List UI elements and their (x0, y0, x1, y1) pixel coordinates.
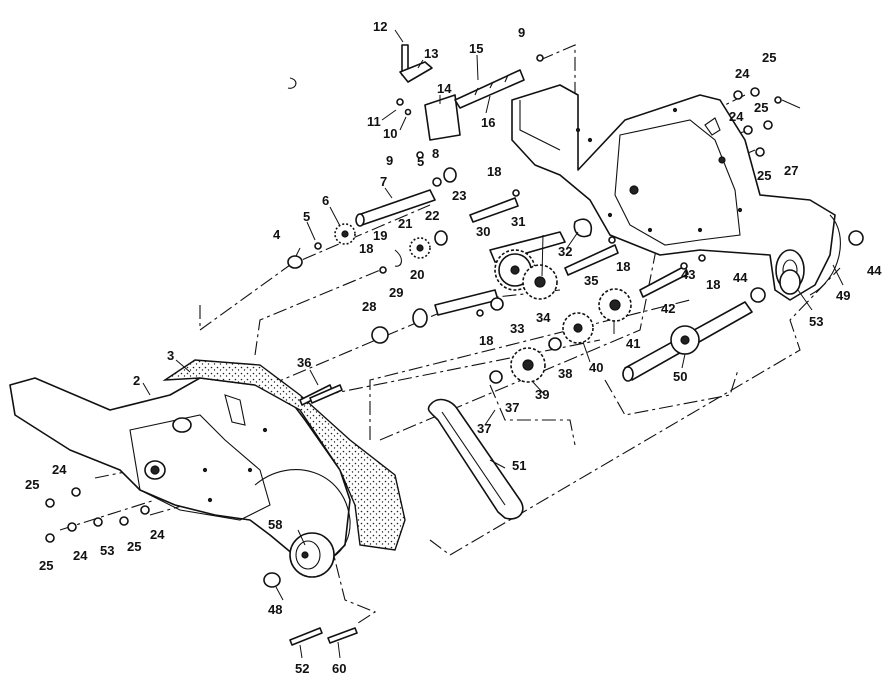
callout-39: 40 (589, 360, 603, 375)
callout-18: 18 (479, 333, 493, 348)
callout-7: 7 (380, 174, 387, 189)
callout-42: 43 (681, 267, 695, 282)
fasteners-left (46, 488, 149, 542)
callout-18: 18 (359, 241, 373, 256)
callout-10: 10 (383, 126, 397, 141)
callout-18: 18 (487, 164, 501, 179)
callout-20: 20 (410, 267, 424, 282)
callout-4: 4 (273, 227, 281, 242)
callout-36: 37 (477, 421, 491, 436)
callout-11: 11 (367, 114, 381, 129)
callout-25: 27 (784, 163, 798, 178)
callout-30: 31 (511, 214, 525, 229)
callout-24: 24 (150, 527, 165, 542)
callout-21: 21 (398, 216, 412, 231)
callout-37: 37 (505, 400, 519, 415)
callout-40: 41 (626, 336, 640, 351)
callout-25: 25 (39, 558, 53, 573)
callout-44: 48 (268, 602, 282, 617)
callout-12: 12 (373, 19, 387, 34)
left-housing (10, 360, 405, 577)
callout-22: 22 (425, 208, 439, 223)
callout-50: 51 (512, 458, 526, 473)
callout-23: 23 (452, 188, 466, 203)
callout-25: 25 (127, 539, 141, 554)
callout-33: 34 (536, 310, 551, 325)
callout-41: 42 (661, 301, 675, 316)
callout-14: 14 (437, 81, 452, 96)
callout-9: 9 (518, 25, 525, 40)
callout-9: 9 (386, 153, 393, 168)
callout-3: 3 (167, 348, 174, 363)
callout-24: 24 (73, 548, 88, 563)
callout-25: 25 (762, 50, 776, 65)
callout-37: 38 (558, 366, 572, 381)
callout-43: 44 (733, 270, 748, 285)
callout-16: 16 (481, 115, 495, 130)
callout-8: 8 (432, 146, 439, 161)
right-housing (512, 85, 840, 300)
shaft-28 (413, 290, 498, 327)
callout-5: 5 (417, 154, 424, 169)
callout-31: 32 (558, 244, 572, 259)
callout-19: 19 (373, 228, 387, 243)
callout-38: 39 (535, 387, 549, 402)
callout-2: 2 (133, 373, 140, 388)
callout-58: 60 (332, 661, 346, 676)
callout-51: 52 (295, 661, 309, 676)
callout-32: 33 (510, 321, 524, 336)
callout-29: 30 (476, 224, 490, 239)
callout-15: 15 (469, 41, 483, 56)
callout-5: 5 (303, 209, 310, 224)
callout-34: 35 (584, 273, 598, 288)
callout-24: 24 (735, 66, 750, 81)
callout-18: 18 (616, 259, 630, 274)
callout-52: 53 (100, 543, 114, 558)
callout-24: 25 (757, 168, 771, 183)
callout-13: 13 (424, 46, 438, 61)
callout-25: 25 (754, 100, 768, 115)
shaft-49 (623, 302, 752, 381)
callout-53: 53 (809, 314, 823, 329)
callout-49: 50 (673, 369, 687, 384)
drive-chain (428, 400, 522, 519)
callout-24: 24 (52, 462, 67, 477)
callout-44: 44 (867, 263, 882, 278)
callout-28: 29 (389, 285, 403, 300)
callout-6: 6 (322, 193, 329, 208)
hub-right (780, 270, 800, 294)
callout-35: 36 (297, 355, 311, 370)
callout-24: 24 (729, 109, 744, 124)
callout-25: 25 (25, 477, 39, 492)
callout-53: 58 (268, 517, 282, 532)
callout-18: 18 (706, 277, 720, 292)
callout-27: 28 (362, 299, 376, 314)
callout-48: 49 (836, 288, 850, 303)
